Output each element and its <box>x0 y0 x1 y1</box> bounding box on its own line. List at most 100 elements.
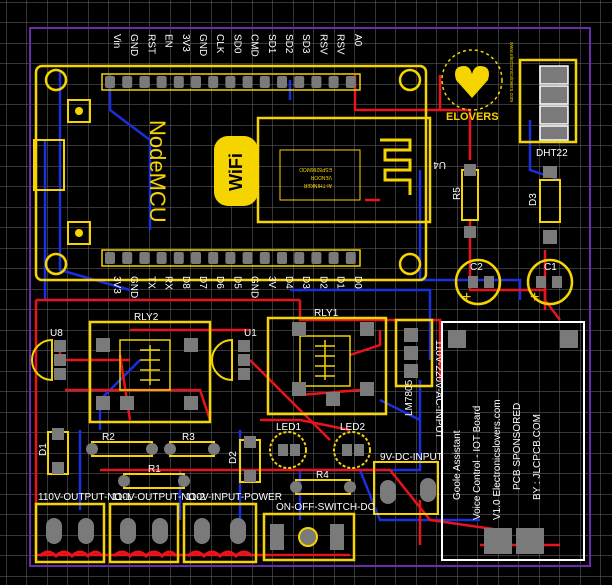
c2-label: C2 <box>470 262 483 273</box>
pin-label: CMD <box>249 34 260 57</box>
pin-label: GND <box>128 34 139 56</box>
pin-label: D2 <box>317 276 328 289</box>
diode-d1: D1 <box>38 428 69 475</box>
pin-label: D4 <box>283 276 294 289</box>
pin-pad <box>277 252 287 264</box>
panel-line-3: V1.0 Electronicslovers.com <box>492 399 503 520</box>
pin-label: SD1 <box>266 34 277 54</box>
pin-pad <box>294 76 305 88</box>
c2-plus: + <box>462 289 471 306</box>
pin-label: CLK <box>214 34 225 54</box>
resistor-r4: R4 <box>290 470 356 495</box>
mounting-hole-icon <box>44 68 68 92</box>
pin-header-frame <box>101 249 361 267</box>
elovers-logo: ELOVERS www.electronicslovers.com <box>441 42 514 123</box>
led1: LED1 <box>269 422 307 469</box>
pin-label: 3V <box>266 276 277 289</box>
led2-label: LED2 <box>340 422 365 433</box>
resistor-r2: R2 <box>86 432 158 457</box>
pin-label: 3V3 <box>111 276 122 294</box>
pin-label: GND <box>128 276 139 298</box>
rly2-label: RLY2 <box>134 312 159 323</box>
rly1-label: RLY1 <box>314 308 339 319</box>
d2-label: D2 <box>228 451 239 464</box>
nodemcu-label: NodeMCU <box>145 120 170 223</box>
terminal-output-2-label: 110V-OUTPUT-NO-2 <box>112 492 206 503</box>
logo-url: www.electronicslovers.com <box>508 42 514 102</box>
capacitor-c1: C1 + <box>526 258 574 306</box>
panel-line-2: Voice Control - IOT Board <box>472 406 483 520</box>
r5-label: R5 <box>452 187 463 200</box>
pin-label: D1 <box>335 276 346 289</box>
dht22-sensor: DHT22 <box>518 58 578 159</box>
r1-label: R1 <box>148 464 161 475</box>
r3-label: R3 <box>182 432 195 443</box>
pin-pad <box>311 76 322 88</box>
pin-label: RX <box>163 276 174 290</box>
pin-pad <box>208 76 219 88</box>
usb-connector <box>33 139 65 191</box>
pin-label: D5 <box>231 276 242 289</box>
pin-pad <box>173 76 184 88</box>
pin-pad <box>277 76 287 88</box>
pin-label: D3 <box>300 276 311 289</box>
pin-label: TX <box>145 276 156 289</box>
pin-pad <box>139 76 150 88</box>
module-line-2: VENDOR <box>310 174 332 180</box>
c1-label: C1 <box>544 262 557 273</box>
transistor-u8: U8 <box>31 328 66 382</box>
ac-input-vertical-label: 110V-220V-AC-INPUT <box>433 340 444 439</box>
pin-pad <box>122 76 133 88</box>
r4-label: R4 <box>316 470 329 481</box>
panel-line-1: Goole Assistant <box>452 430 463 500</box>
dc-input-jack: 9V-DC-INPUT <box>373 452 443 515</box>
diode-d2: D2 <box>228 436 261 483</box>
heart-icon <box>455 66 489 98</box>
terminal-output-1-label: 110V-OUTPUT-NO-1 <box>38 492 132 503</box>
pin-pad <box>345 76 356 88</box>
diode-d3: D3 <box>528 166 561 244</box>
lm7805-label: LM7805 <box>404 379 415 416</box>
pin-pad <box>242 76 253 88</box>
board-outline <box>29 27 591 567</box>
pin-pad <box>122 252 133 264</box>
pin-label: RSV <box>317 34 328 55</box>
c1-plus: + <box>530 289 539 306</box>
transistor-u1: U1 <box>211 328 257 382</box>
pin-pad <box>105 252 115 264</box>
pin-pad <box>311 252 322 264</box>
pin-label: A0 <box>352 34 363 47</box>
u8-label: U8 <box>50 328 63 339</box>
mounting-hole-icon <box>44 252 68 276</box>
pin-label: GND <box>197 34 208 56</box>
wifi-text: WiFi <box>226 153 246 191</box>
pin-pad <box>225 252 236 264</box>
pin-pad <box>242 252 253 264</box>
pin-pad <box>191 252 201 264</box>
pin-label: D8 <box>180 276 191 289</box>
resistor-r1: R1 <box>118 464 190 489</box>
pin-pad <box>173 252 184 264</box>
mounting-hole-icon <box>398 252 422 276</box>
pin-pad <box>156 76 167 88</box>
capacitor-c2: C2 + <box>454 258 502 306</box>
pin-label: D0 <box>352 276 363 289</box>
pin-label: D7 <box>197 276 208 289</box>
pin-pad <box>105 76 115 88</box>
pin-label: SD0 <box>231 34 242 54</box>
led2: LED2 <box>333 422 371 469</box>
pin-pad <box>191 76 201 88</box>
pin-label: SD3 <box>300 34 311 54</box>
logo-text: ELOVERS <box>446 111 499 123</box>
panel-line-5: BY : JLCPCB.COM <box>532 414 543 500</box>
d3-label: D3 <box>528 193 539 206</box>
u4-label: U4 <box>433 159 446 170</box>
pin-pad <box>259 76 270 88</box>
terminal-input-power-label: 110V-INPUT-POWER <box>186 492 282 503</box>
dht22-label: DHT22 <box>536 148 568 159</box>
dc-input-label: 9V-DC-INPUT <box>380 452 443 463</box>
d1-label: D1 <box>38 443 49 456</box>
